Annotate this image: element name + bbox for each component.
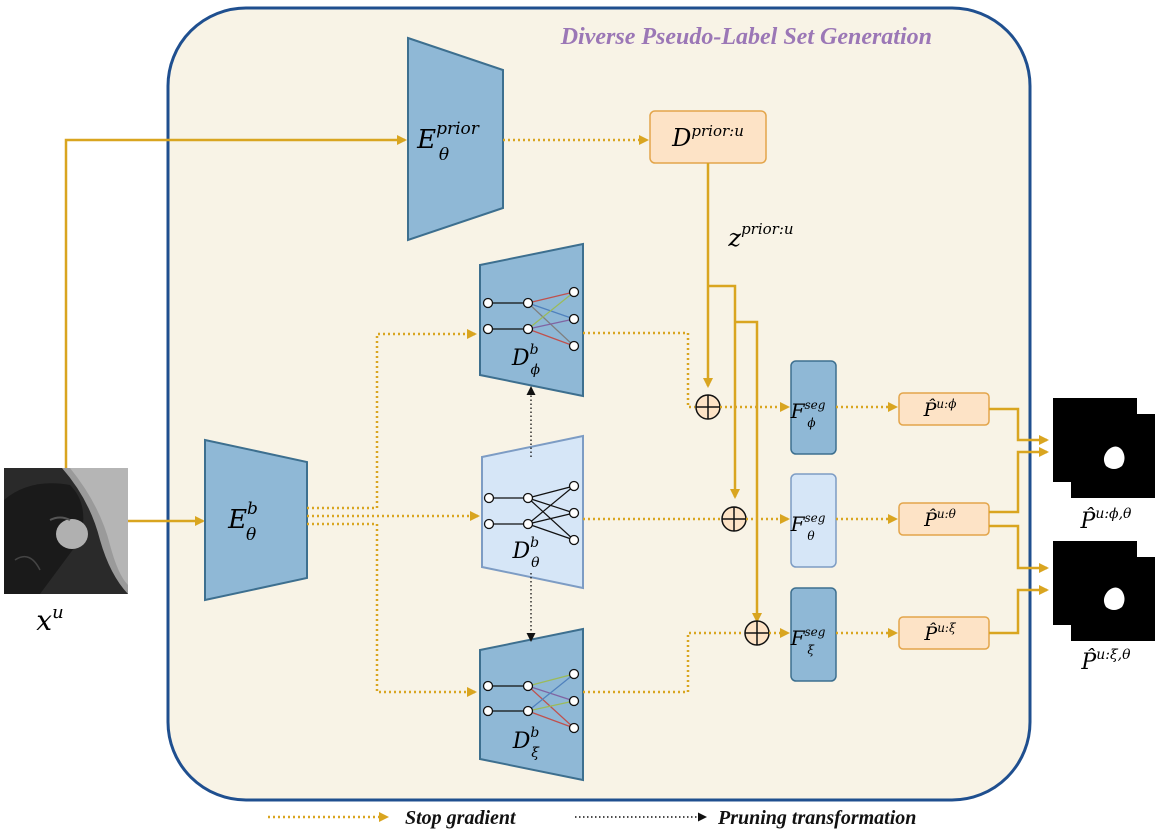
dec-xi-to-sum-arrow (583, 631, 744, 694)
svg-text:Dprior:u: Dprior:u (671, 122, 744, 152)
svg-text:P̂u:ξ,θ: P̂u:ξ,θ (1080, 647, 1131, 675)
legend-pruning: Pruning transformation (575, 807, 916, 829)
svg-text:P̂u:θ: P̂u:θ (923, 507, 957, 531)
sum-node-xi (744, 620, 770, 646)
p-hat-phi: P̂u:ϕ (898, 392, 990, 426)
p-hat-xi: P̂u:ξ (898, 616, 990, 650)
output-mask-phi-theta (1053, 398, 1155, 498)
output-label-xi-theta: P̂u:ξ,θ (1080, 647, 1131, 675)
input-image (4, 468, 128, 594)
svg-text:P̂u:ϕ: P̂u:ϕ (923, 397, 957, 421)
enc-b-to-dec-phi-arrow (307, 329, 477, 510)
z-prior-label: zprior:u (727, 220, 793, 252)
enc-b-to-dec-xi-arrow (307, 522, 477, 697)
d-prior-box: Dprior:u (649, 110, 767, 164)
input-to-prior-arrow (64, 135, 407, 468)
svg-text:xu: xu (36, 602, 63, 637)
svg-text:P̂u:ξ: P̂u:ξ (923, 621, 957, 645)
output-label-phi-theta: P̂u:ϕ,θ (1080, 506, 1133, 534)
svg-text:Ebθ: Ebθ (227, 499, 258, 545)
svg-text:zprior:u: zprior:u (727, 220, 793, 252)
z-prior-line (703, 163, 762, 623)
input-label: xu (36, 602, 63, 637)
p-to-outputs-arrows (989, 407, 1049, 635)
svg-text:Stop gradient: Stop gradient (405, 807, 517, 829)
svg-text:Dbξ: Dbξ (512, 725, 541, 761)
sum-node-theta (721, 506, 747, 532)
sum-node-phi (695, 394, 721, 420)
svg-text:Dbθ: Dbθ (511, 535, 540, 571)
legend-stop-gradient: Stop gradient (268, 807, 517, 829)
svg-text:Pruning transformation: Pruning transformation (717, 807, 916, 829)
svg-text:P̂u:ϕ,θ: P̂u:ϕ,θ (1080, 506, 1133, 534)
panel-title: Diverse Pseudo-Label Set Generation (560, 24, 932, 50)
svg-text:Dbϕ: Dbϕ (511, 342, 541, 378)
p-hat-theta: P̂u:θ (898, 502, 990, 536)
output-mask-xi-theta (1053, 541, 1155, 641)
dec-phi-to-sum-arrow (583, 331, 695, 409)
